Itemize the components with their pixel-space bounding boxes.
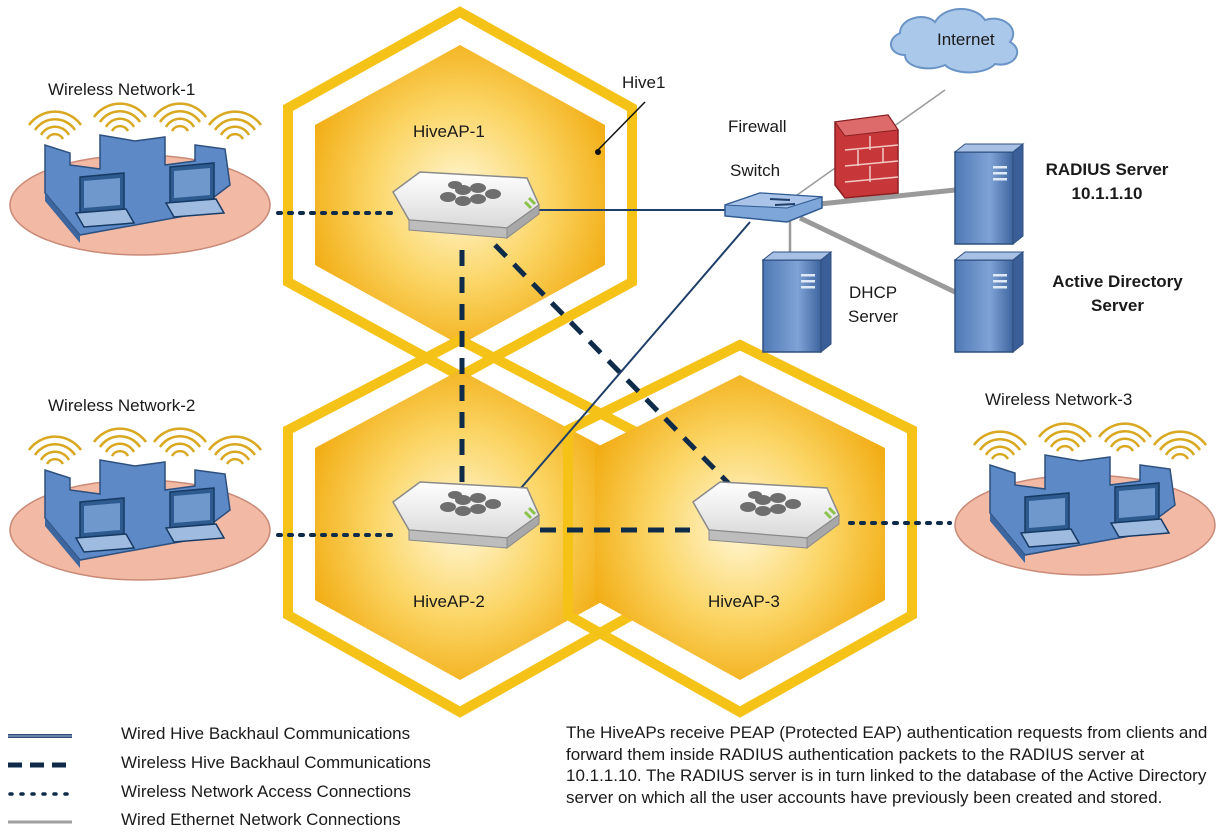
radius-server-icon <box>954 143 1024 245</box>
dhcp-label-line1: DHCP <box>848 283 898 302</box>
legend-label: Wired Hive Backhaul Communications <box>121 724 411 743</box>
legend-item-wireless-hive-backhaul: Wireless Hive Backhaul Communications <box>6 751 526 779</box>
hive1-pointer <box>597 101 646 151</box>
legend-item-wired-ethernet: Wired Ethernet Network Connections <box>6 808 526 836</box>
internet-cloud <box>890 8 1019 74</box>
legend-swatch-wired-ethernet <box>8 820 72 824</box>
wireless-network-3-label: Wireless Network-3 <box>985 390 1133 409</box>
dhcp-server-icon <box>762 251 832 353</box>
active-directory-label: Active Directory Server <box>1035 272 1200 316</box>
wireless-network-1-label: Wireless Network-1 <box>48 80 196 99</box>
legend-swatch-wireless-access <box>8 792 74 796</box>
wireless-network-2-clients <box>10 429 270 580</box>
legend-item-wireless-access: Wireless Network Access Connections <box>6 780 526 808</box>
hive1-label: Hive1 <box>622 73 666 92</box>
hiveap-3-label: HiveAP-3 <box>708 592 780 611</box>
wired-backhaul-lines <box>514 209 751 496</box>
legend-label: Wireless Network Access Connections <box>121 782 412 801</box>
firewall-icon <box>834 114 899 199</box>
radius-server-label: RADIUS Server 10.1.1.10 <box>1032 160 1182 204</box>
radius-server-name: RADIUS Server <box>1045 160 1169 179</box>
radius-server-ip: 10.1.1.10 <box>1071 184 1143 203</box>
internet-label: Internet <box>937 30 995 49</box>
legend-item-wired-hive-backhaul: Wired Hive Backhaul Communications <box>6 722 526 750</box>
switch-icon <box>724 192 823 223</box>
legend-swatch-wired-hive-backhaul <box>8 734 72 738</box>
legend-label: Wired Ethernet Network Connections <box>121 810 401 829</box>
wireless-network-2-label: Wireless Network-2 <box>48 396 196 415</box>
wireless-backhaul-lines <box>459 243 742 533</box>
hiveap-2-device <box>391 480 541 550</box>
hive-cells <box>283 6 917 718</box>
hiveap-1-label: HiveAP-1 <box>413 122 485 141</box>
wireless-network-3-clients <box>955 424 1215 575</box>
legend-label: Wireless Hive Backhaul Communications <box>121 753 431 772</box>
hiveap-2-label: HiveAP-2 <box>413 592 485 611</box>
active-directory-server-icon <box>954 251 1024 353</box>
wireless-access-lines <box>276 211 952 537</box>
firewall-label: Firewall <box>728 117 787 136</box>
legend-swatch-wireless-hive-backhaul <box>8 762 72 768</box>
wireless-network-1-clients <box>10 104 270 255</box>
ad-label-line2: Server <box>1091 296 1144 315</box>
dhcp-label-line2: Server <box>848 307 899 326</box>
dhcp-server-label: DHCP Server <box>848 283 898 327</box>
hiveap-1-device <box>391 170 541 240</box>
diagram-description: The HiveAPs receive PEAP (Protected EAP)… <box>566 723 1208 807</box>
ad-label-line1: Active Directory <box>1052 272 1183 291</box>
hiveap-3-device <box>691 480 841 550</box>
switch-label: Switch <box>730 161 781 180</box>
